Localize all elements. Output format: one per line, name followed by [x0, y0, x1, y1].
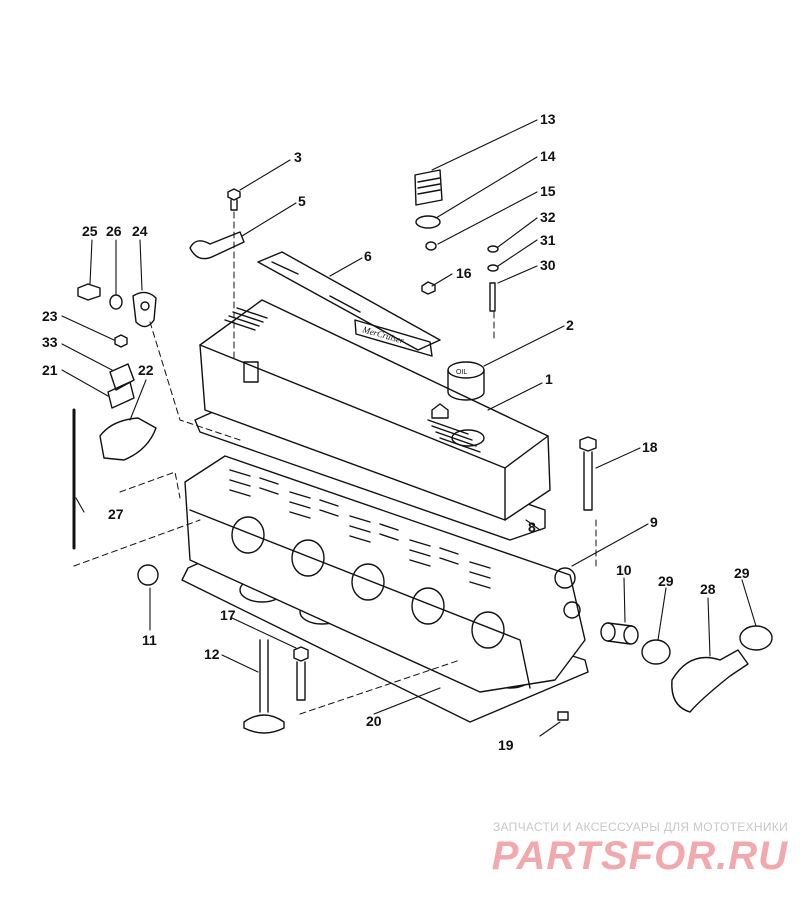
- callout-number: 1: [545, 371, 553, 387]
- callout-number: 11: [142, 632, 157, 648]
- stud-bolt: [579, 436, 597, 511]
- callout-number: 5: [298, 193, 306, 209]
- watermark-logo: PARTSFOR.RU: [491, 834, 788, 878]
- leader-lines: [61, 119, 757, 737]
- valve-cover-decal: [257, 251, 441, 351]
- callout-number: 18: [642, 439, 658, 455]
- nuts-washers: [421, 245, 499, 312]
- callout-number: 31: [540, 232, 556, 248]
- callout-number: 17: [220, 607, 236, 623]
- callout-number: 32: [540, 209, 556, 225]
- hose-clamp: [641, 639, 671, 665]
- callout-number: 28: [700, 581, 716, 597]
- bolt: [293, 646, 309, 701]
- callout-number: 25: [82, 223, 98, 239]
- oil-cap-text: OIL: [456, 369, 467, 376]
- callout-number: 29: [658, 573, 674, 589]
- watermark-tagline: ЗАПЧАСТИ И АКСЕССУАРЫ ДЛЯ МОТОТЕХНИКИ: [492, 820, 788, 834]
- screw-clip: [189, 188, 245, 260]
- callout-number: 12: [204, 646, 220, 662]
- callout-number: 10: [616, 562, 632, 578]
- cylinder-head: [184, 455, 586, 693]
- rocker-arm: [99, 381, 157, 461]
- callout-number: 2: [566, 317, 574, 333]
- callout-number: 29: [734, 565, 750, 581]
- callout-number: 23: [42, 308, 58, 324]
- expansion-plug: [137, 564, 159, 586]
- callout-number: 15: [540, 183, 556, 199]
- assembly-lines: [73, 211, 597, 715]
- callout-number: 6: [364, 248, 372, 264]
- callout-number: 9: [650, 514, 658, 530]
- callout-number: 20: [366, 713, 382, 729]
- bracket-fasteners: [77, 283, 157, 391]
- callout-numbers: 1 2 3 5 6 8 9 10 11 12 13 14 15 16 17 18…: [42, 111, 750, 753]
- callout-number: 16: [456, 265, 472, 281]
- callout-number: 8: [528, 519, 536, 535]
- oil-fill-cap: [447, 361, 485, 401]
- callout-number: 26: [106, 223, 122, 239]
- valve-cover: [199, 299, 551, 521]
- callout-number: 30: [540, 257, 556, 273]
- callout-number: 13: [540, 111, 556, 127]
- callout-number: 21: [42, 362, 58, 378]
- callout-number: 3: [294, 149, 302, 165]
- nut: [557, 711, 569, 721]
- pcv-valve: [414, 169, 443, 251]
- callout-number: 19: [498, 737, 514, 753]
- callout-number: 27: [108, 506, 124, 522]
- coolant-hose: [671, 649, 749, 713]
- callout-number: 14: [540, 148, 556, 164]
- callout-number: 22: [138, 362, 154, 378]
- hose-clamp: [739, 625, 773, 651]
- callout-number: 33: [42, 334, 58, 350]
- coolant-tube: [600, 622, 639, 645]
- callout-number: 24: [132, 223, 148, 239]
- valve: [243, 639, 285, 734]
